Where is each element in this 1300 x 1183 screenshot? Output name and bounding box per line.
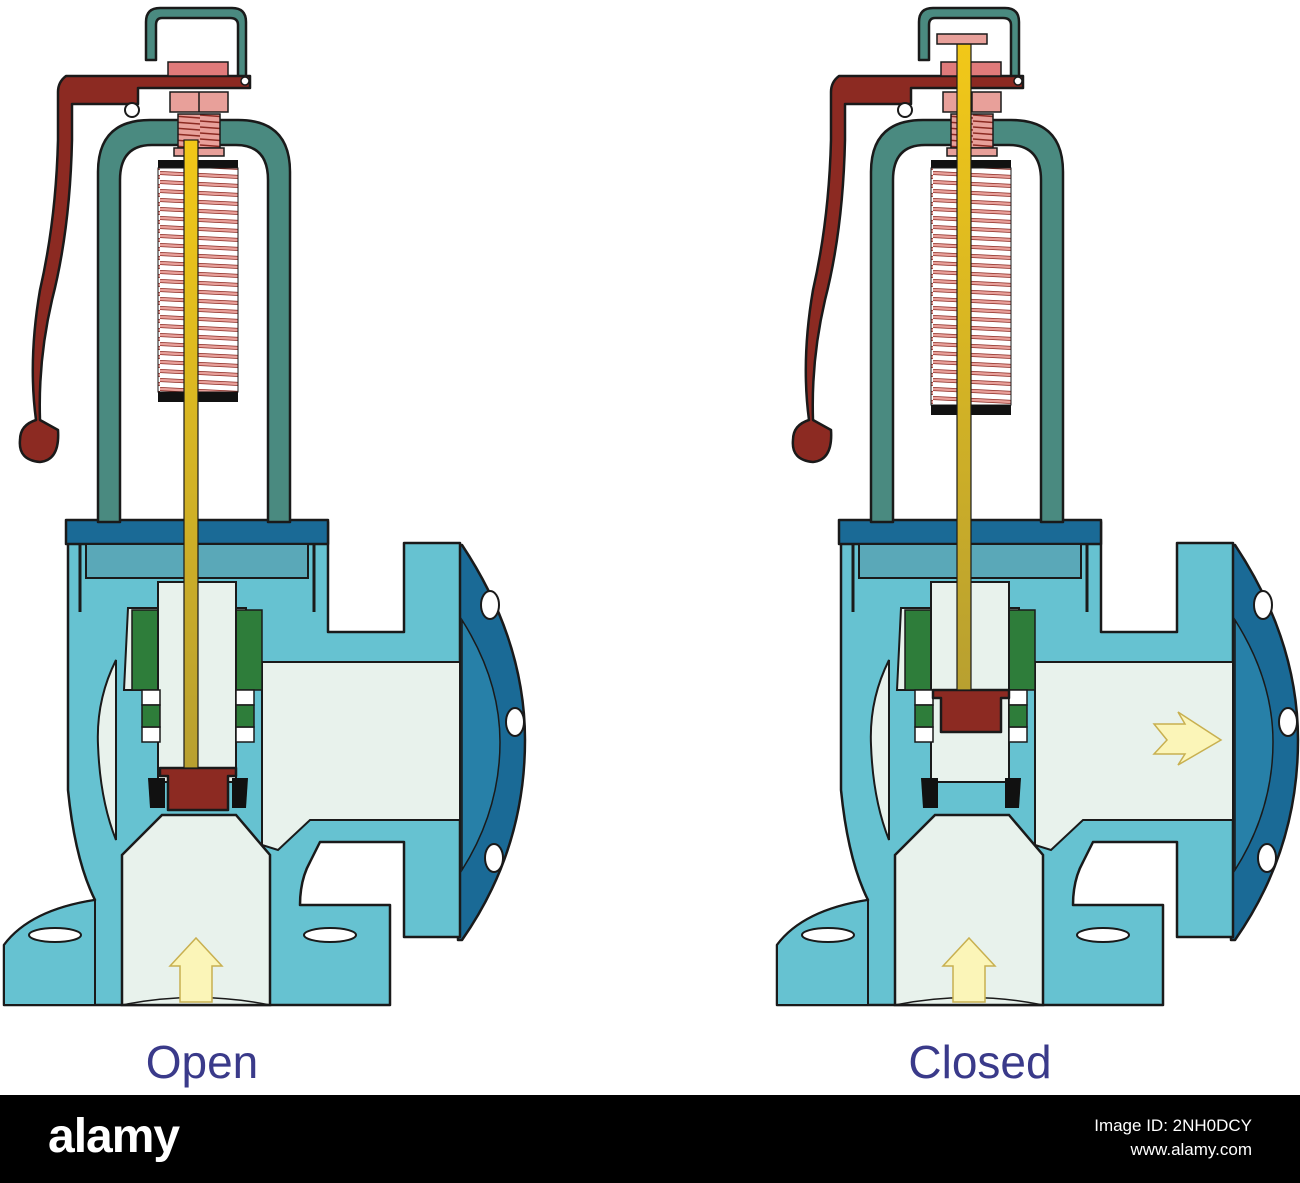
guide-ring	[235, 689, 255, 706]
guide-right	[235, 609, 263, 691]
lever-pin	[240, 76, 250, 86]
guide-ring	[235, 726, 255, 743]
base-flange-left	[3, 898, 96, 1006]
guide-ring	[141, 689, 161, 706]
valve-stem	[956, 39, 972, 691]
footer-image-id: Image ID: 2NH0DCY	[1094, 1116, 1252, 1135]
lift-nut	[167, 61, 229, 77]
open-valve	[2, 6, 527, 1007]
inlet-flow-arrow	[168, 936, 224, 1003]
guide-ring	[141, 726, 161, 743]
guide-right	[1008, 609, 1036, 691]
lever-pivot	[897, 102, 913, 118]
lift-lever	[18, 74, 252, 464]
bonnet	[96, 118, 292, 524]
seat-ring-right	[232, 778, 248, 808]
flange-bolt-hole	[1257, 843, 1277, 873]
seat-ring-left	[921, 778, 938, 808]
base-bolt-hole	[303, 927, 357, 943]
watermark-footer: alamy Image ID: 2NH0DCY www.alamy.com	[0, 1095, 1300, 1183]
guide-ring	[1008, 726, 1028, 743]
flange-bolt-hole	[484, 843, 504, 873]
base-bolt-hole	[801, 927, 855, 943]
seat-ring-left	[148, 778, 165, 808]
lever-pivot	[124, 102, 140, 118]
inlet-flow-arrow	[941, 936, 997, 1003]
guide-ring	[914, 726, 934, 743]
left-chamber	[869, 659, 890, 841]
stem-lift-nut	[936, 33, 988, 45]
guide-ring-mid	[1008, 704, 1028, 728]
valve-stem	[183, 139, 199, 769]
outlet-flange-face	[1234, 617, 1274, 873]
footer-url: www.alamy.com	[1130, 1140, 1252, 1159]
guide-left	[131, 609, 159, 691]
base-bolt-hole	[28, 927, 82, 943]
flange-bolt-hole	[1278, 707, 1298, 737]
valve-disc	[931, 688, 1011, 734]
bonnet	[869, 118, 1065, 524]
base-bolt-hole	[1076, 927, 1130, 943]
guide-ring	[1008, 689, 1028, 706]
seat-ring-right	[1005, 778, 1021, 808]
outlet-flow-arrow	[1152, 711, 1223, 766]
open-label: Open	[145, 1036, 259, 1088]
valve-diagram	[2, 6, 1300, 1007]
lever-pin	[1013, 76, 1023, 86]
guide-ring-mid	[914, 704, 934, 728]
left-chamber	[96, 659, 117, 841]
flange-bolt-hole	[1253, 590, 1273, 620]
guide-ring	[914, 689, 934, 706]
flange-studs	[851, 544, 1089, 612]
flange-studs	[78, 544, 316, 612]
closed-valve	[775, 6, 1300, 1007]
screw-collar	[946, 147, 998, 157]
valve-disc	[158, 766, 238, 812]
outlet-flange-face	[461, 617, 501, 873]
flange-bolt-hole	[505, 707, 525, 737]
flange-bolt-hole	[480, 590, 500, 620]
closed-label: Closed	[908, 1036, 1052, 1088]
footer-logo: alamy	[48, 1110, 180, 1163]
guide-ring-mid	[235, 704, 255, 728]
guide-ring-mid	[141, 704, 161, 728]
screw-collar	[173, 147, 225, 157]
guide-left	[904, 609, 932, 691]
lift-lever	[791, 74, 1025, 464]
adjusting-screw	[177, 113, 221, 149]
base-flange-left	[776, 898, 869, 1006]
